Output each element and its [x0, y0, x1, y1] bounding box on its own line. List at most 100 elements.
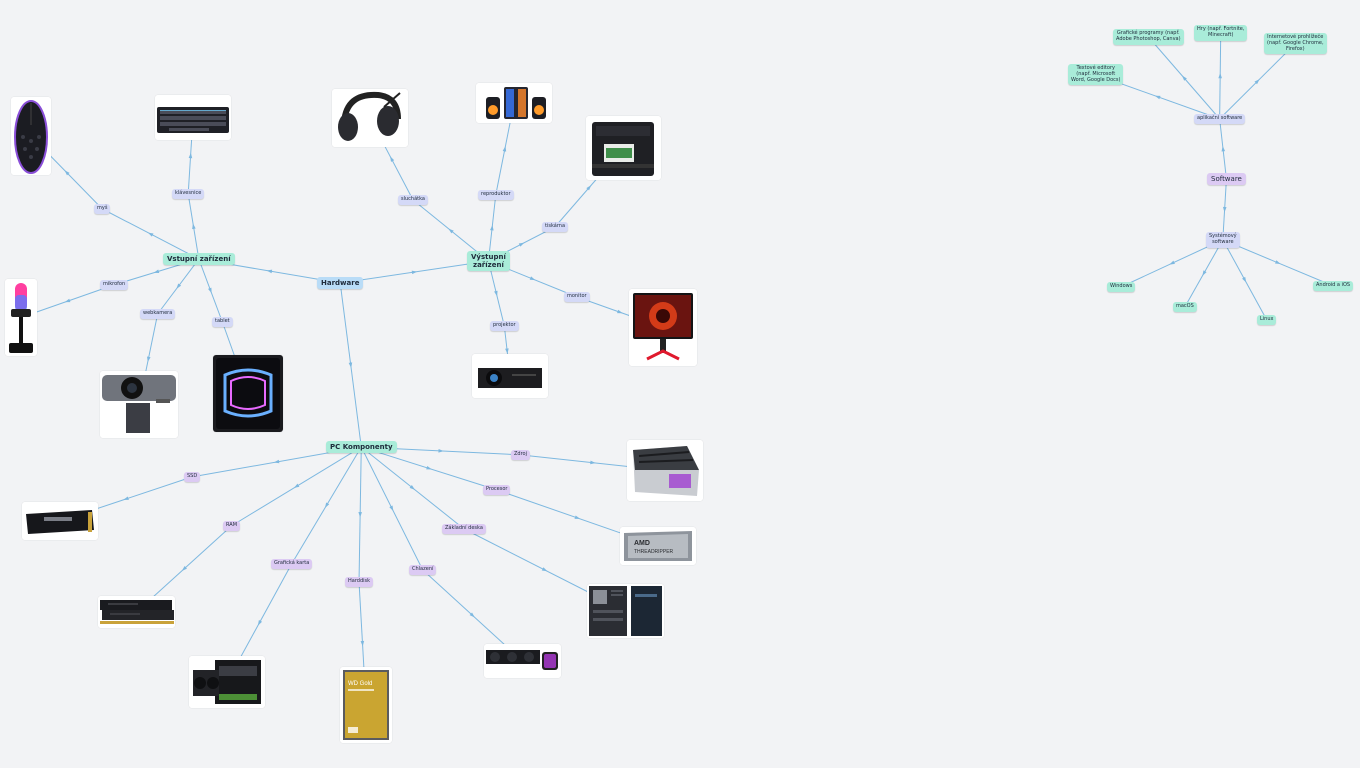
hdd-brand-label: WD Gold — [348, 681, 372, 687]
ssd-node[interactable]: SSD — [184, 472, 201, 482]
edge-arrow-zdroj-node-power-supply-image — [590, 460, 596, 465]
projector-image — [472, 354, 548, 398]
edge-arrow-mikrofon-node-microphone-image — [64, 298, 71, 303]
edge-arrow-aplikacni-software-node-textove-editory-node — [1154, 95, 1161, 100]
procesor-node[interactable]: Procesor — [483, 485, 511, 495]
edge-arrow-systemovy-software-node-windows-node — [1169, 260, 1175, 265]
software-node[interactable]: Software — [1207, 173, 1246, 186]
edge-arrow-graficka-karta-node-graphics-card-image — [257, 619, 263, 626]
edge-arrow-pc-komponenty-node-chlazeni-node — [389, 505, 394, 512]
edge-arrow-software-node-aplikacni-software-node — [1221, 145, 1226, 152]
hardware-node[interactable]: Hardware — [317, 277, 364, 290]
cpu-image: AMD THREADRIPPER — [620, 527, 696, 565]
headphones-image — [332, 89, 408, 147]
macos-node[interactable]: macOS — [1173, 302, 1197, 312]
edge-arrow-systemovy-software-node-android-ios-node — [1275, 260, 1281, 264]
keyboard-image — [155, 95, 231, 140]
edge-arrow-hardware-node-vstupni-zarizeni-node — [266, 269, 273, 274]
monitor-image — [629, 289, 697, 366]
vstupni-zarizeni-node[interactable]: Vstupní zařízení — [163, 253, 235, 266]
printer-image — [586, 116, 661, 180]
edge-arrow-webkamera-node-webcam-image — [147, 356, 151, 363]
systemovy-software-node[interactable]: Systémový software — [1206, 232, 1240, 248]
edge-arrow-aplikacni-software-node-graficke-programy-node — [1181, 75, 1187, 81]
graficke-programy-node[interactable]: Grafické programy (např. Adobe Photoshop… — [1113, 29, 1184, 45]
edge-arrow-aplikacni-software-node-hry-node — [1218, 72, 1222, 79]
ram-image — [98, 596, 175, 628]
tablet-image — [213, 355, 283, 432]
power-supply-image — [627, 440, 703, 501]
reproduktor-node[interactable]: reproduktor — [478, 190, 514, 200]
monitor-node[interactable]: monitor — [564, 292, 590, 302]
edge-arrow-vystupni-zarizeni-node-monitor-node — [529, 276, 536, 281]
edge-arrow-tiskarna-node-printer-image — [586, 185, 592, 191]
edge-arrow-vstupni-zarizeni-node-mys-node — [147, 232, 154, 237]
windows-node[interactable]: Windows — [1107, 282, 1136, 292]
graficka-karta-node[interactable]: Grafická karta — [271, 559, 313, 569]
vystupni-zarizeni-node[interactable]: Výstupní zařízení — [467, 251, 510, 272]
ssd-image — [22, 502, 98, 540]
mouse-image — [11, 97, 51, 175]
ram-node[interactable]: RAM — [223, 521, 241, 531]
speakers-image — [476, 83, 552, 123]
liquid-cooler-image — [484, 644, 561, 678]
edge-arrow-chlazeni-node-liquid-cooler-image — [469, 612, 475, 618]
hry-node[interactable]: Hry (např. Fortnite, Minecraft) — [1194, 25, 1248, 41]
mys-node[interactable]: myš — [94, 204, 111, 214]
edge-arrow-software-node-systemovy-software-node — [1222, 206, 1227, 213]
edge-arrow-vystupni-zarizeni-node-sluchatka-node — [448, 228, 454, 234]
textove-editory-node[interactable]: Textové editory (např. Microsoft Word, G… — [1068, 64, 1124, 86]
sluchatka-node[interactable]: sluchátka — [398, 195, 428, 205]
edge-arrow-vstupni-zarizeni-node-tablet-node — [208, 287, 212, 294]
internetove-prohlizece-node[interactable]: Internetové prohlížeče (např. Google Chr… — [1264, 33, 1327, 55]
edge-arrow-pc-komponenty-node-ram-node — [293, 483, 300, 489]
graphics-card-image — [189, 656, 265, 708]
edge-arrow-pc-komponenty-node-harddisk-node — [358, 512, 362, 518]
edge-arrow-pc-komponenty-node-graficka-karta-node — [324, 502, 330, 509]
edge-arrow-pc-komponenty-node-zdroj-node — [438, 449, 444, 453]
edge-arrow-vystupni-zarizeni-node-reproduktor-node — [490, 224, 494, 231]
edge-arrow-monitor-node-monitor-image — [617, 309, 623, 314]
edge-arrow-sluchatka-node-headphones-image — [390, 156, 395, 162]
edge-arrow-zakladni-deska-node-motherboard-image — [541, 567, 548, 572]
motherboard-image — [587, 584, 664, 638]
harddisk-node[interactable]: Harddisk — [345, 577, 374, 587]
edge-arrow-systemovy-software-node-macos-node — [1202, 270, 1207, 276]
edge-arrow-vystupni-zarizeni-node-projektor-node — [494, 290, 498, 297]
linux-node[interactable]: Linux — [1257, 315, 1277, 325]
edge-arrow-hardware-node-vystupni-zarizeni-node — [411, 270, 418, 275]
aplikacni-software-node[interactable]: aplikační software — [1194, 114, 1246, 124]
zakladni-deska-node[interactable]: Základní deska — [442, 524, 486, 534]
edge-arrow-vystupni-zarizeni-node-tiskarna-node — [518, 242, 525, 247]
hard-disk-image: WD Gold — [340, 667, 392, 743]
edge-arrow-projektor-node-projector-image — [505, 348, 509, 354]
edge-arrow-harddisk-node-hard-disk-image — [360, 640, 365, 647]
cpu-model-label: THREADRIPPER — [634, 549, 674, 555]
edge-arrow-klavesnice-node-keyboard-image — [188, 152, 193, 159]
mikrofon-node[interactable]: mikrofon — [100, 280, 129, 290]
edge-arrow-pc-komponenty-node-zakladni-deska-node — [409, 485, 415, 490]
cpu-brand-label: AMD — [634, 540, 650, 547]
tablet-node[interactable]: tablet — [212, 317, 233, 327]
edge-arrow-vstupni-zarizeni-node-webkamera-node — [176, 283, 182, 289]
edge-arrow-ram-node-ram-image — [181, 565, 187, 571]
edge-arrow-vstupni-zarizeni-node-mikrofon-node — [153, 269, 160, 273]
tiskarna-node[interactable]: tiskárna — [542, 222, 569, 232]
edge-arrow-pc-komponenty-node-ssd-node — [273, 459, 280, 464]
edge-arrow-hardware-node-pc-komponenty-node — [348, 362, 353, 368]
pc-komponenty-node[interactable]: PC Komponenty — [326, 441, 397, 454]
edge-arrow-procesor-node-cpu-image — [574, 515, 581, 519]
edge-arrow-systemovy-software-node-linux-node — [1242, 276, 1247, 283]
edge-arrow-pc-komponenty-node-procesor-node — [426, 466, 432, 470]
zdroj-node[interactable]: Zdroj — [511, 450, 530, 460]
edge-arrow-reproduktor-node-speakers-image — [502, 145, 507, 152]
edge-arrow-vstupni-zarizeni-node-klavesnice-node — [192, 223, 196, 230]
klavesnice-node[interactable]: klávesnice — [172, 189, 205, 199]
webkamera-node[interactable]: webkamera — [140, 309, 176, 319]
chlazeni-node[interactable]: Chlazení — [409, 565, 437, 575]
webcam-image — [100, 371, 178, 438]
projektor-node[interactable]: projektor — [490, 321, 519, 331]
android-ios-node[interactable]: Android a iOS — [1313, 281, 1354, 291]
edge-arrow-mys-node-mouse-image — [64, 170, 70, 176]
